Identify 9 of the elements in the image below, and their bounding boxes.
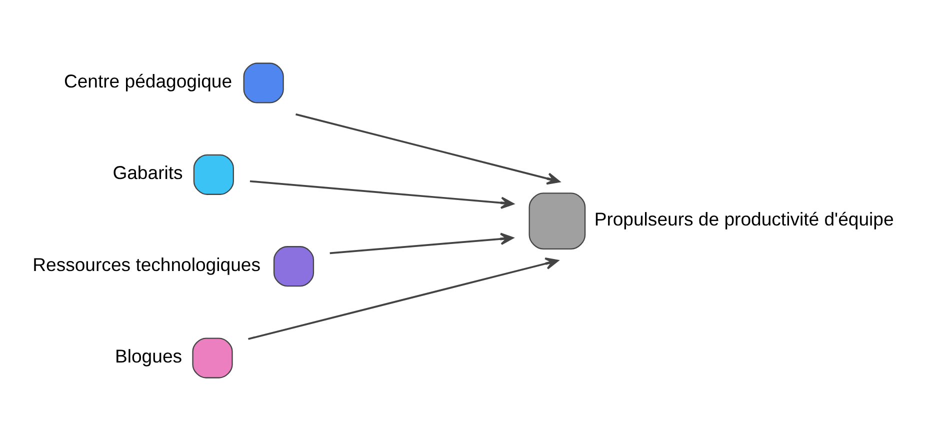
node-label: Blogues <box>114 344 182 366</box>
arrow <box>249 180 514 208</box>
node-label: Gabarits <box>112 162 182 183</box>
node-label: Centre pédagogique <box>63 70 232 91</box>
node-label: Propulseurs de productivité d'équipe <box>594 208 894 229</box>
arrow <box>329 232 514 254</box>
node-label: Ressources technologiques <box>32 253 260 274</box>
arrow <box>295 112 560 184</box>
arrow <box>248 256 558 340</box>
